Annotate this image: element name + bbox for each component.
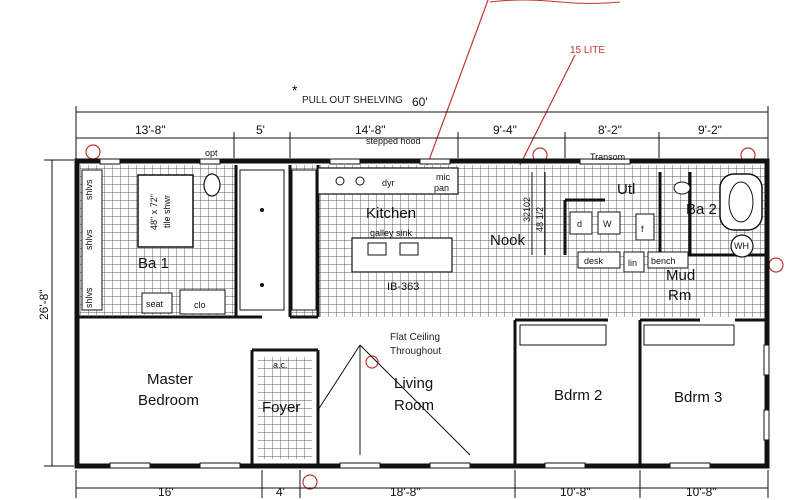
shelves (81, 169, 103, 311)
dryer-label: d (577, 219, 582, 229)
bottom-dimension-line (75, 470, 769, 498)
marker-circle (768, 257, 784, 273)
wall-dimension: 32102 (522, 197, 532, 222)
desk (577, 251, 621, 269)
room-bath1: Ba 1 (138, 255, 169, 272)
overall-width-line (75, 106, 769, 160)
tile-shower-label: tile shwr (162, 195, 172, 228)
sink-icon (673, 181, 691, 195)
dim-bottom: 10'-8" (686, 485, 717, 499)
cabinet-label: f (641, 224, 644, 234)
pull-out-shelving-note: PULL OUT SHELVING (302, 95, 403, 106)
marker-circle (85, 144, 101, 160)
room-nook: Nook (490, 232, 526, 249)
room-bath2: Ba 2 (686, 201, 717, 218)
overall-width: 60' (412, 95, 428, 109)
dim-bottom: 16' (158, 485, 174, 499)
bench (647, 251, 689, 269)
dim-bottom: 4' (276, 485, 285, 499)
pan-label: pan (434, 183, 449, 193)
dryer-label: dyr (382, 178, 395, 188)
kitchen-fixtures: stepped hood dyr mic pan galley sink IB-… (317, 136, 459, 293)
room-bdrm3: Bdrm 3 (674, 389, 722, 406)
seat-label: seat (146, 299, 164, 309)
mic-label: mic (436, 172, 450, 182)
room-living: Living (394, 375, 433, 392)
room-master: Master (147, 371, 193, 388)
tile-shower-size: 48" x 72" (149, 194, 159, 230)
water-heater-icon (730, 234, 754, 258)
dim-bottom: 18'-8" (390, 485, 421, 499)
ceiling-note: Flat Ceiling (390, 332, 440, 343)
bathtub-icon (719, 173, 763, 231)
ceiling-note: Throughout (390, 346, 441, 357)
dryer-icon (569, 211, 593, 235)
shelves-label: shlvs (84, 179, 94, 200)
tile-shower (137, 174, 194, 248)
bedroom-closets (519, 324, 735, 346)
asterisk: * (292, 82, 298, 98)
marker-circle (302, 474, 318, 490)
washer-icon (597, 211, 621, 235)
dim-top: 8'-2" (598, 123, 622, 137)
cabinet (635, 213, 655, 241)
room-living: Room (394, 397, 434, 414)
transom-label: Transom (590, 152, 625, 162)
washer-label: W (603, 219, 612, 229)
top-dimension-line (76, 132, 768, 158)
dim-top: 14'-8" (355, 123, 386, 137)
water-heater-label: WH (734, 241, 749, 251)
dim-top: 5' (256, 123, 265, 137)
shelves-label: shlvs (84, 229, 94, 250)
desk-label: desk (584, 256, 604, 266)
galley-sink-label: galley sink (370, 228, 413, 238)
overall-depth: 26'-8" (37, 289, 51, 320)
sink-icon (399, 242, 419, 256)
bath1-fixtures: 48" x 72" tile shwr shlvs shlvs shlvs se… (81, 148, 226, 315)
toilet-icon (203, 173, 221, 197)
depth-dimension-line (44, 159, 74, 467)
dim-bottom: 10'-8" (560, 485, 591, 499)
dim-top: 13'-8" (135, 123, 166, 137)
linen-closet (623, 251, 645, 273)
handwritten-note: 15 LITE (570, 45, 605, 56)
ac-label: a.c. (273, 360, 288, 370)
room-utility: Utl (617, 181, 635, 198)
wall-dimension: 48 1/2 (535, 207, 545, 232)
room-master: Bedroom (138, 392, 199, 409)
sink-icon (367, 242, 387, 256)
dim-top: 9'-4" (493, 123, 517, 137)
shelves-label: shlvs (84, 287, 94, 308)
vaulted-lines (317, 344, 471, 456)
seat (141, 292, 173, 314)
closet-label: clo (194, 300, 206, 310)
linen-label: lin (628, 258, 637, 268)
marker-circle (365, 355, 379, 369)
stepped-hood-label: stepped hood (366, 136, 421, 146)
room-kitchen: Kitchen (366, 205, 416, 222)
bath2-fixtures: WH (673, 173, 763, 258)
model-number: IB-363 (387, 281, 419, 293)
windows (99, 158, 770, 469)
room-foyer: Foyer (262, 399, 300, 416)
bench-label: bench (651, 256, 676, 266)
dim-top: 9'-2" (698, 123, 722, 137)
closet (179, 289, 226, 315)
option-note: opt (205, 148, 218, 158)
kitchen-counter (317, 167, 459, 195)
room-mud: Mud (666, 267, 695, 284)
utility-fixtures: 32102 48 1/2 d W f desk lin bench Transo… (522, 152, 689, 273)
room-mud: Rm (668, 287, 691, 304)
room-bdrm2: Bdrm 2 (554, 387, 602, 404)
hall-closet (239, 169, 317, 311)
